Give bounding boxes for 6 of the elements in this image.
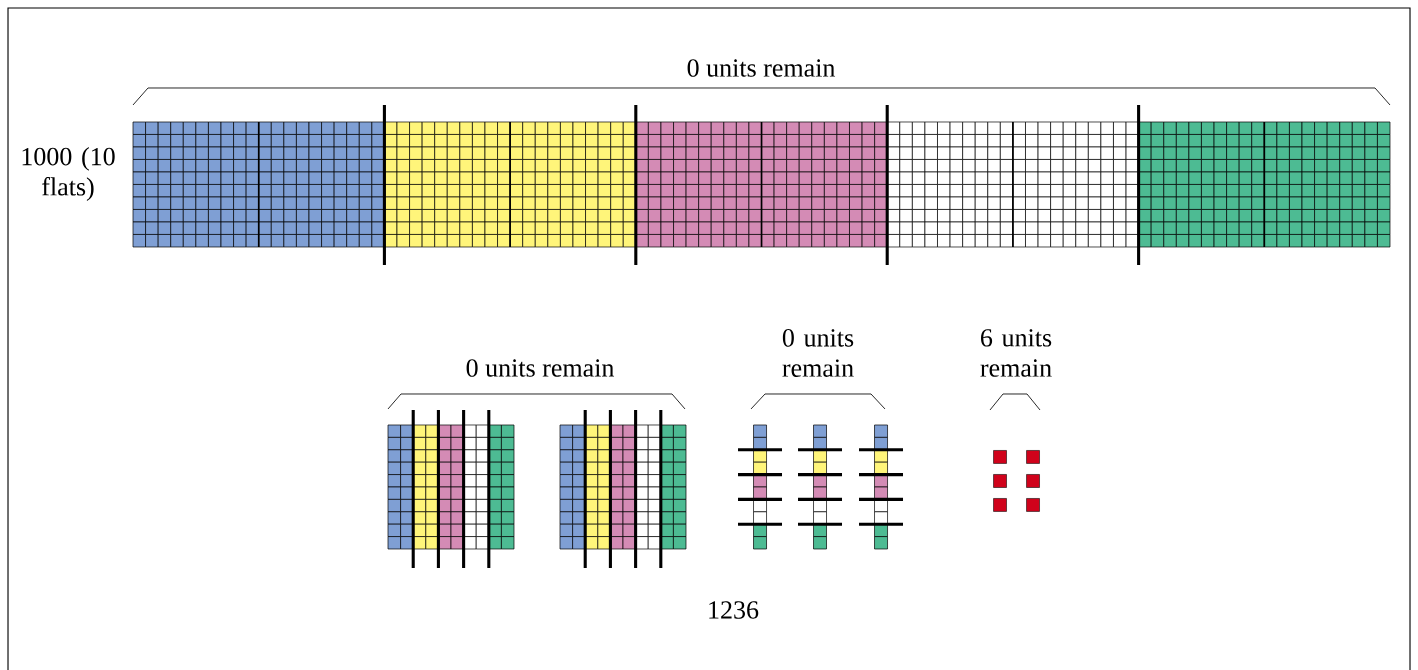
value-label: 0 units remain <box>466 359 615 377</box>
value-label: 6 units remain <box>980 329 1052 377</box>
value-label: 1000 (10 flats) <box>22 147 115 201</box>
value-label: 0 units remain <box>782 329 854 377</box>
value-label: 0 units remain <box>687 59 836 77</box>
value-label: 1236 <box>709 601 759 619</box>
